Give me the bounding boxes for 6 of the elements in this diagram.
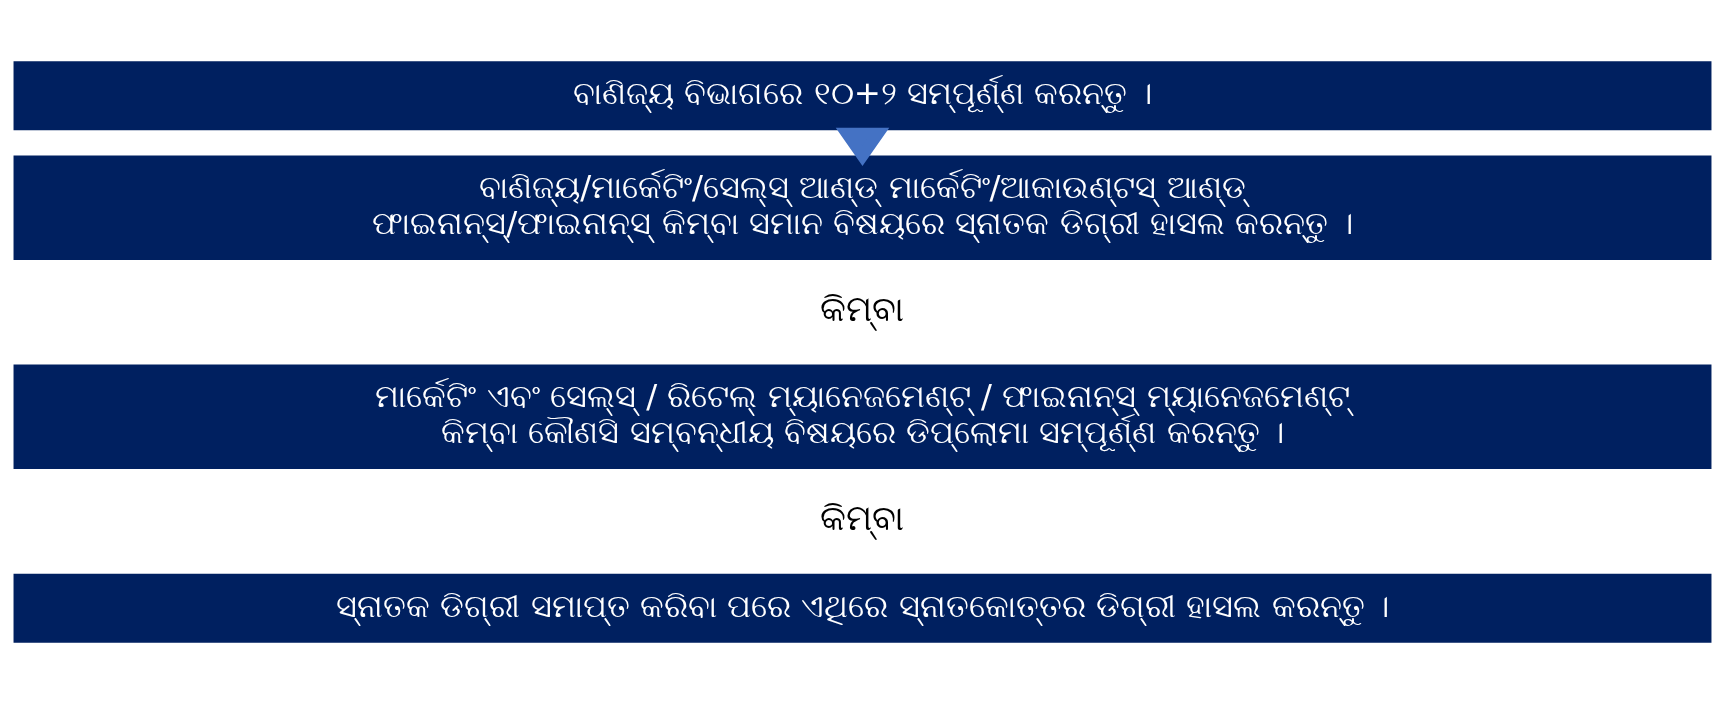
node-box: ବାଣିଜ୍ୟ ବିଭାଗରେ ୧୦+୨ ସମ୍ପୂର୍ଣ୍ଣ କରନ୍ତୁ । bbox=[13, 60, 1712, 130]
node-box: ମାର୍କେଟିଂ ଏବଂ ସେଲ୍ସ୍ / ରିଟେଲ୍ ମ୍ୟାନେଜମେଣ୍ଟ୍ / ଫାଇନାନ୍ସ୍ ମ୍ୟାନେଜମେଣ୍ଟ୍ କିମ୍ବା କୌଣସି ସମ୍ବନ୍ଧୀୟ ବିଷୟରେ ଡିପ୍ଲୋମା ସମ୍ପୂର୍ଣ୍ଣ କରନ୍ତୁ । bbox=[13, 364, 1712, 469]
node-box: ବାଣିଜ୍ୟ/ମାର୍କେଟିଂ/ସେଲ୍ସ୍ ଆଣ୍ଡ୍ ମାର୍କେଟିଂ/ଆକାଉଣ୍ଟସ୍ ଆଣ୍ଡ୍ ଫାଇନାନ୍ସ୍/ଫାଇନାନ୍ସ୍ କିମ୍ବା ସମାନ ବିଷୟରେ ସ୍ନାତକ ଡିଗ୍ରୀ ହାସଲ କରନ୍ତୁ । bbox=[13, 154, 1712, 260]
label: କିମ୍ବା bbox=[820, 496, 905, 538]
label: କିମ୍ବା bbox=[820, 287, 905, 329]
node-box: ସ୍ନାତକ ଡିଗ୍ରୀ ସମାପ୍ତ କରିବା ପରେ ଏଥିରେ ସ୍ନାତକୋତ୍ତର ଡିଗ୍ରୀ ହାସଲ କରନ୍ତୁ । bbox=[13, 573, 1712, 643]
